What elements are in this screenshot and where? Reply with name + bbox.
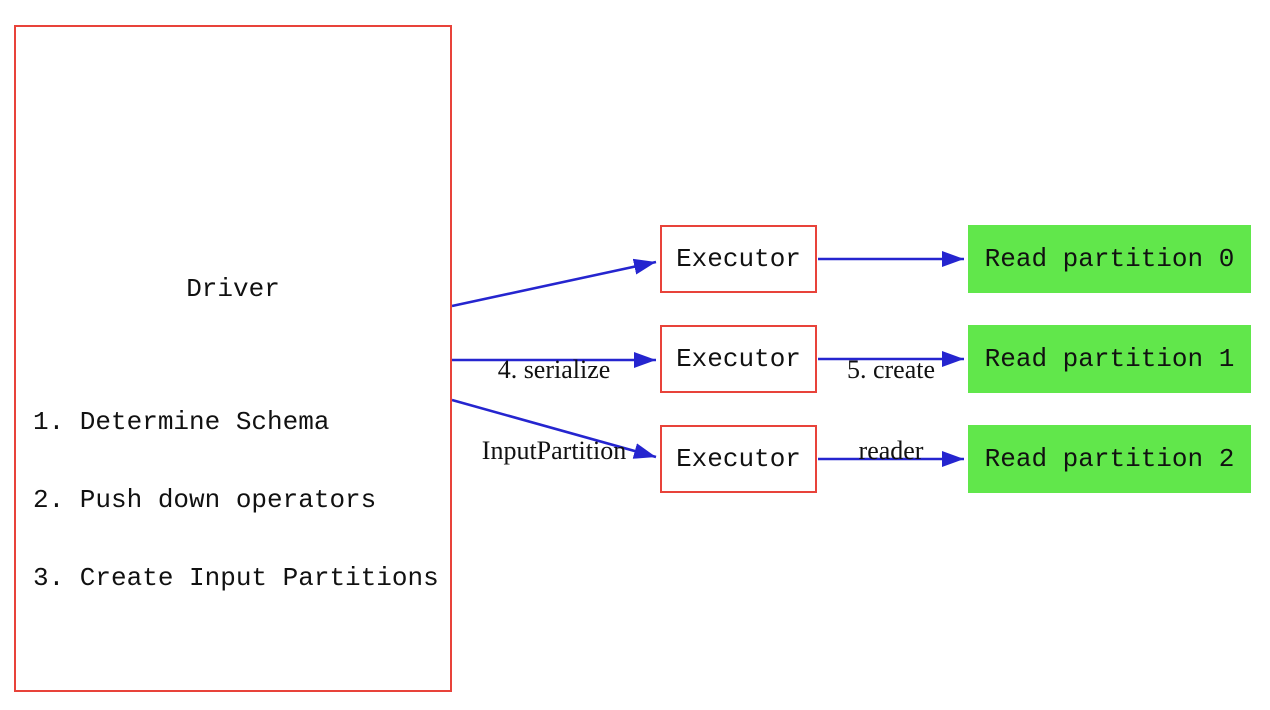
driver-step-2: 2. Push down operators xyxy=(33,485,377,515)
executor-1-label: Executor xyxy=(676,344,801,374)
executor-2-label: Executor xyxy=(676,444,801,474)
executor-box-1: Executor xyxy=(660,325,817,393)
driver-step-3: 3. Create Input Partitions xyxy=(33,563,439,593)
driver-box: Driver 1. Determine Schema 2. Push down … xyxy=(14,25,452,692)
executor-box-0: Executor xyxy=(660,225,817,293)
driver-title: Driver xyxy=(186,274,280,304)
driver-step-1: 1. Determine Schema xyxy=(33,407,330,437)
read-partition-0-label: Read partition 0 xyxy=(984,244,1235,274)
edge-label-serialize-inputpartition: 4. serialize InputPartition xyxy=(394,302,714,518)
read-partition-box-1: Read partition 1 xyxy=(968,325,1251,393)
executor-0-label: Executor xyxy=(676,244,801,274)
executor-box-2: Executor xyxy=(660,425,817,493)
read-partition-box-0: Read partition 0 xyxy=(968,225,1251,293)
read-partition-box-2: Read partition 2 xyxy=(968,425,1251,493)
arrow-driver-to-executor-0 xyxy=(451,258,657,308)
edge-label-create-reader-line1: 5. create xyxy=(846,355,936,384)
edge-label-serialize-line1: 4. serialize xyxy=(497,355,611,384)
edge-label-create-reader: 5. create reader xyxy=(731,302,1051,518)
read-partition-1-label: Read partition 1 xyxy=(984,344,1235,374)
driver-steps: 1. Determine Schema 2. Push down operato… xyxy=(33,357,439,643)
edge-label-serialize-line2: InputPartition xyxy=(481,436,627,465)
edge-label-create-reader-line2: reader xyxy=(858,436,924,465)
read-partition-2-label: Read partition 2 xyxy=(984,444,1235,474)
